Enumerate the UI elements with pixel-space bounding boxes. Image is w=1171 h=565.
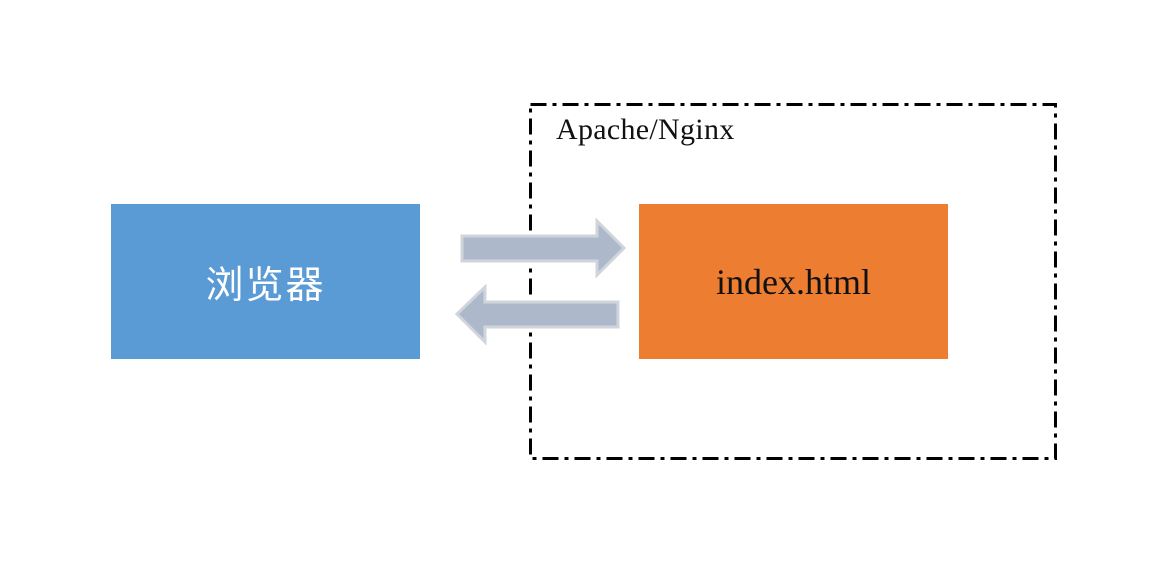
browser-node: 浏览器: [111, 204, 420, 359]
server-container: [529, 103, 1057, 460]
response-arrow-left: [454, 284, 620, 346]
server-frame-border: [529, 103, 1057, 460]
request-arrow-right: [460, 218, 627, 278]
server-label: Apache/Nginx: [556, 113, 735, 146]
index-html-node: index.html: [639, 204, 948, 359]
browser-label: 浏览器: [205, 263, 326, 307]
file-label: index.html: [716, 261, 871, 302]
